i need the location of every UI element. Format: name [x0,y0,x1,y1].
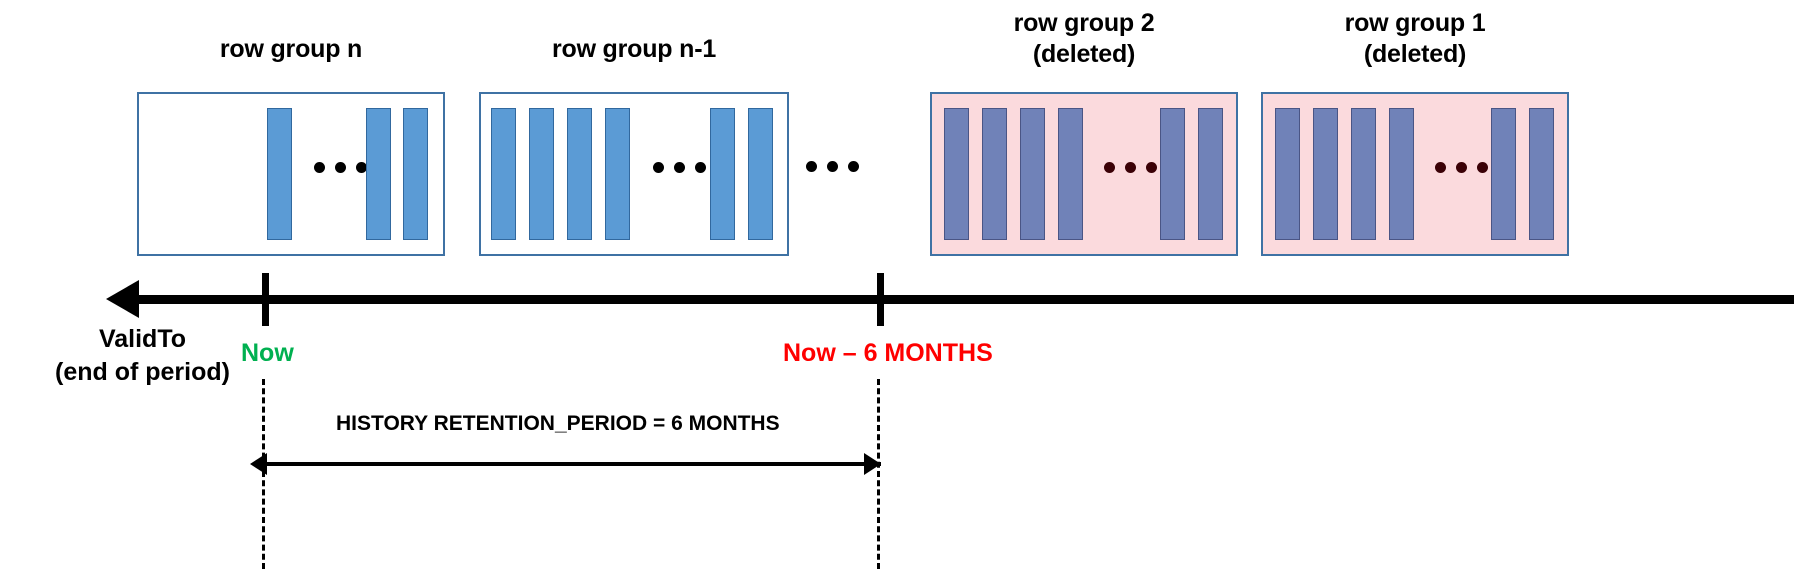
row-group-n-1-bar-6 [748,108,773,240]
row-group-label-n-1: row group n-1 [551,35,717,63]
axis-direction-label: ValidTo (end of period) [55,325,230,386]
row-group-1-bar-3 [1351,108,1376,240]
timeline-axis-line [136,295,1794,304]
retention-span-arrow-left-icon [250,453,267,475]
row-group-1-bar-5 [1491,108,1516,240]
row-group-1-bar-2 [1313,108,1338,240]
retention-period-label: HISTORY RETENTION_PERIOD = 6 MONTHS [336,412,780,435]
row-group-2-bar-3 [1020,108,1045,240]
row-group-2-bar-5 [1160,108,1185,240]
row-group-2-bar-2 [982,108,1007,240]
row-group-box-1 [1261,92,1569,256]
row-group-n-bar-3 [403,108,428,240]
row-group-2-bar-1 [944,108,969,240]
row-group-1-ellipsis-icon [1435,162,1488,173]
row-group-label-n: row group n [219,35,363,63]
cutoff-tick-mark [877,273,884,326]
retention-span-line [264,462,881,466]
row-group-1-bar-1 [1275,108,1300,240]
row-group-n-1-bar-1 [491,108,516,240]
row-group-box-2 [930,92,1238,256]
row-group-n-1-bar-2 [529,108,554,240]
retention-span-arrow-right-icon [864,453,881,475]
row-group-n-bar-2 [366,108,391,240]
row-group-1-bar-6 [1529,108,1554,240]
row-group-1-bar-4 [1389,108,1414,240]
now-label: Now [241,339,294,367]
row-group-label-2: row group 2 (deleted) [1013,9,1155,68]
timeline-arrow-icon [106,280,139,318]
row-group-box-n-1 [479,92,789,256]
row-group-n-1-bar-4 [605,108,630,240]
row-group-separator-ellipsis-icon [806,161,859,172]
cutoff-label: Now – 6 MONTHS [783,339,993,367]
row-group-n-1-bar-5 [710,108,735,240]
row-group-2-bar-4 [1058,108,1083,240]
row-group-2-ellipsis-icon [1104,162,1157,173]
row-group-2-bar-6 [1198,108,1223,240]
row-group-n-1-ellipsis-icon [653,162,706,173]
row-group-n-1-bar-3 [567,108,592,240]
row-group-n-bar-1 [267,108,292,240]
row-group-label-1: row group 1 (deleted) [1344,9,1486,68]
row-group-n-ellipsis-icon [314,162,367,173]
row-group-box-n [137,92,445,256]
now-tick-mark [262,273,269,326]
